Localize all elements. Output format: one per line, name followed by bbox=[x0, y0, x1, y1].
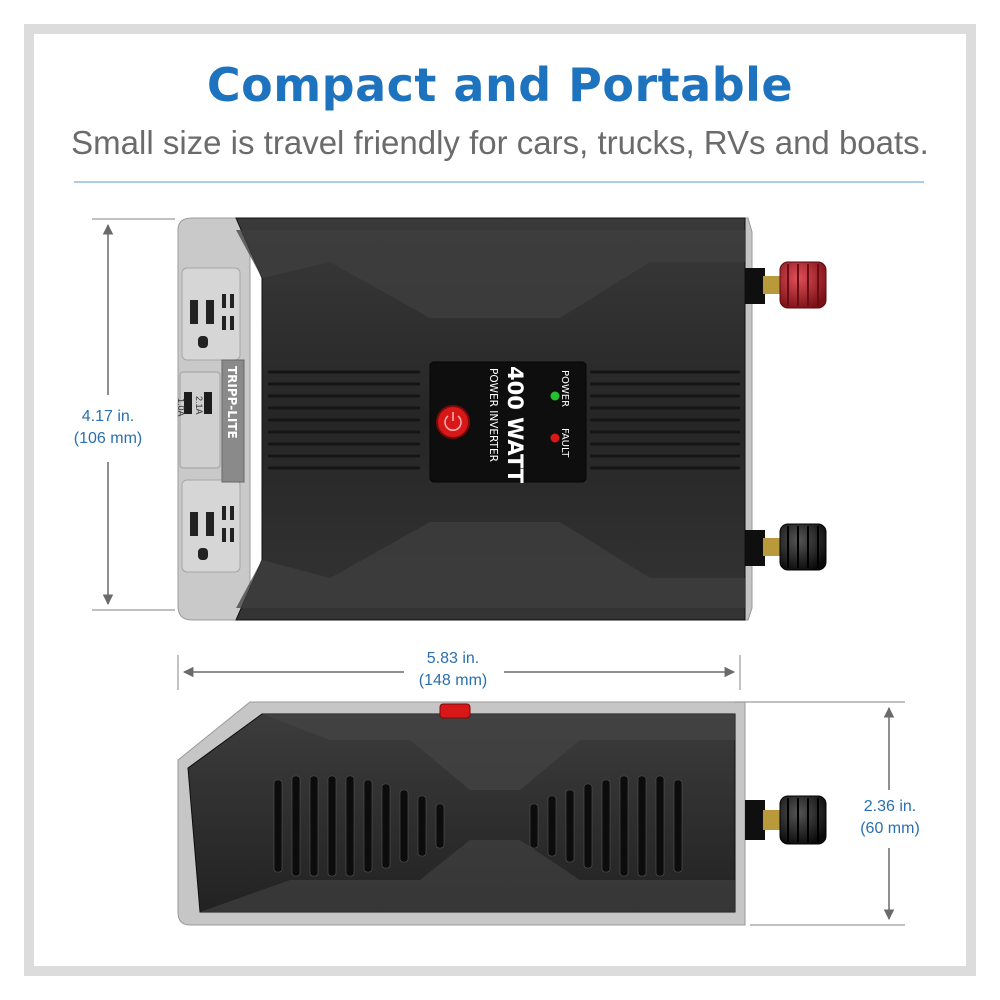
usb-label-1: 2.1A bbox=[194, 396, 204, 415]
height-dimension-line bbox=[92, 218, 175, 611]
depth-metric: (60 mm) bbox=[860, 820, 920, 837]
brand-plate bbox=[221, 359, 245, 483]
power-button[interactable] bbox=[436, 405, 470, 439]
depth-dimension-line bbox=[735, 701, 905, 926]
width-metric: (148 mm) bbox=[418, 672, 488, 689]
page-title: Compact and Portable bbox=[206, 58, 794, 112]
brand-logo-text: TRIPP-LITE bbox=[225, 366, 239, 439]
inverter-top-view bbox=[177, 217, 753, 621]
inverter-side-view bbox=[177, 701, 746, 926]
terminal-side-icon bbox=[745, 795, 827, 845]
depth-label: 2.36 in. (60 mm) bbox=[828, 796, 952, 840]
width-imperial: 5.83 in. bbox=[426, 650, 480, 667]
negative-terminal-icon bbox=[745, 523, 827, 571]
positive-terminal-icon bbox=[745, 261, 827, 309]
ac-outlet-top bbox=[181, 267, 241, 361]
ac-outlet-bottom bbox=[181, 479, 241, 573]
depth-imperial: 2.36 in. bbox=[863, 798, 917, 815]
width-label: 5.83 in. (148 mm) bbox=[388, 648, 518, 692]
power-indicator-label: POWER bbox=[559, 370, 570, 407]
height-imperial: 4.17 in. bbox=[81, 408, 135, 425]
usb-ports bbox=[179, 371, 221, 469]
model-name: 400 WATT bbox=[503, 366, 527, 484]
usb-label-2: 1.0A bbox=[176, 398, 186, 417]
fault-indicator-label: FAULT bbox=[559, 428, 570, 458]
page-subtitle: Small size is travel friendly for cars, … bbox=[71, 124, 929, 161]
height-metric: (106 mm) bbox=[73, 430, 143, 447]
height-label: 4.17 in. (106 mm) bbox=[44, 406, 172, 450]
width-dimension-line bbox=[177, 655, 741, 690]
model-subtitle: POWER INVERTER bbox=[487, 368, 499, 462]
power-button-side[interactable] bbox=[439, 703, 471, 719]
divider bbox=[74, 181, 924, 183]
power-led-icon bbox=[550, 391, 560, 401]
fault-led-icon bbox=[550, 433, 560, 443]
